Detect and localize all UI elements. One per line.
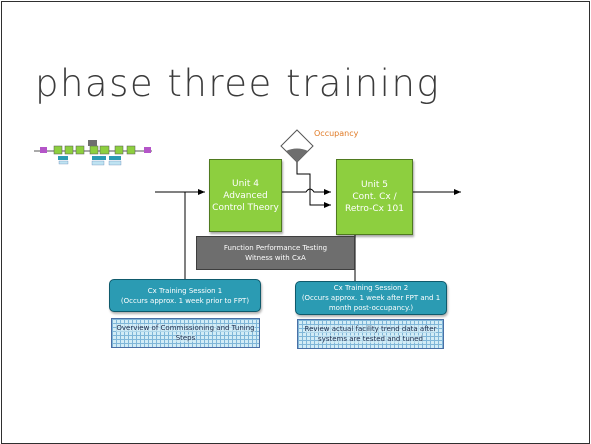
note1-line1: Overview of Commissioning and Tuning	[116, 324, 255, 332]
session2-line2: (Occurs approx. 1 week after FPT and 1	[301, 294, 441, 302]
unit5-line3: Retro-Cx 101	[345, 204, 404, 214]
unit5-line2: Cont. Cx /	[352, 192, 397, 202]
session1-line2: (Occurs approx. 1 week prior to FPT)	[120, 296, 250, 305]
session2-line3: month post-occupancy.)	[328, 304, 414, 312]
unit4-box: Unit 4 Advanced Control Theory	[209, 159, 282, 232]
occupancy-diamond	[280, 129, 314, 163]
note2-line2: systems are tested and tuned	[318, 335, 423, 343]
occupancy-connector	[296, 162, 331, 208]
unit5-box: Unit 5 Cont. Cx / Retro-Cx 101	[336, 159, 413, 235]
flow-arrow-unit4-to-unit5	[282, 188, 331, 195]
unit4-line3: Control Theory	[212, 202, 279, 213]
note1-line2: Steps	[175, 334, 196, 342]
fpt-line1: Function Performance Testing	[223, 244, 328, 252]
occupancy-label: Occupancy	[314, 129, 359, 138]
note2-line1: Review actual facility trend data after	[304, 325, 437, 333]
process-map-thumbnail	[33, 140, 158, 168]
unit5-line1: Unit 5	[361, 180, 388, 190]
fpt-line2: Witness with CxA	[245, 254, 306, 262]
session2-box: Cx Training Session 2 (Occurs approx. 1 …	[295, 281, 447, 315]
session1-note: Overview of Commissioning and Tuning Ste…	[111, 318, 260, 348]
fpt-box: Function Performance Testing Witness wit…	[196, 236, 355, 270]
session2-note: Review actual facility trend data after …	[297, 319, 444, 349]
unit4-line2: Advanced	[223, 190, 268, 201]
slide-title: phase three training	[35, 62, 441, 105]
session2-line1: Cx Training Session 2	[333, 284, 409, 292]
unit4-line1: Unit 4	[232, 178, 259, 189]
session1-line1: Cx Training Session 1	[147, 286, 223, 295]
session1-box: Cx Training Session 1 (Occurs approx. 1 …	[109, 279, 261, 312]
